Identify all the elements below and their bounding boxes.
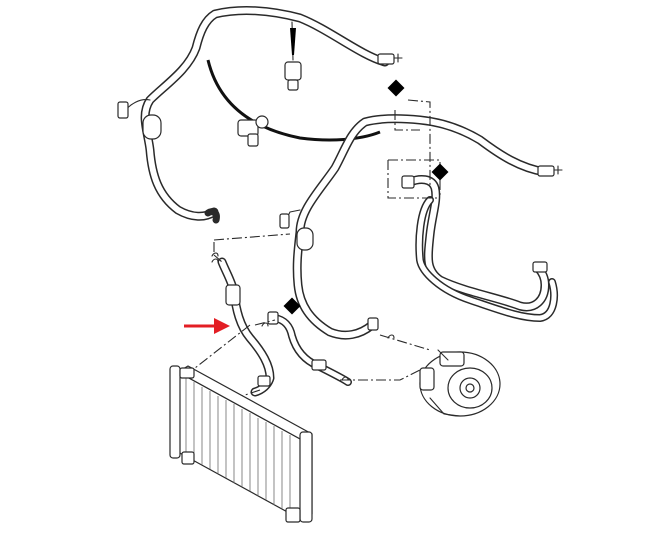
pressure-switch: [284, 21, 302, 91]
position-markers: [283, 79, 449, 315]
condenser: [169, 365, 313, 523]
assembly-leaders: [194, 99, 441, 401]
condenser-inlet-hose: [217, 257, 275, 397]
leader-arc: [206, 59, 381, 142]
fitting-symbols: [211, 252, 395, 381]
liquid-line: [267, 311, 352, 386]
hose-clamp: [237, 115, 269, 147]
upper-suction-line: [117, 6, 403, 224]
red-arrow: [184, 318, 230, 334]
compressor-suction-line: [401, 175, 558, 322]
compressor: [419, 349, 501, 417]
discharge-line: [279, 114, 563, 340]
